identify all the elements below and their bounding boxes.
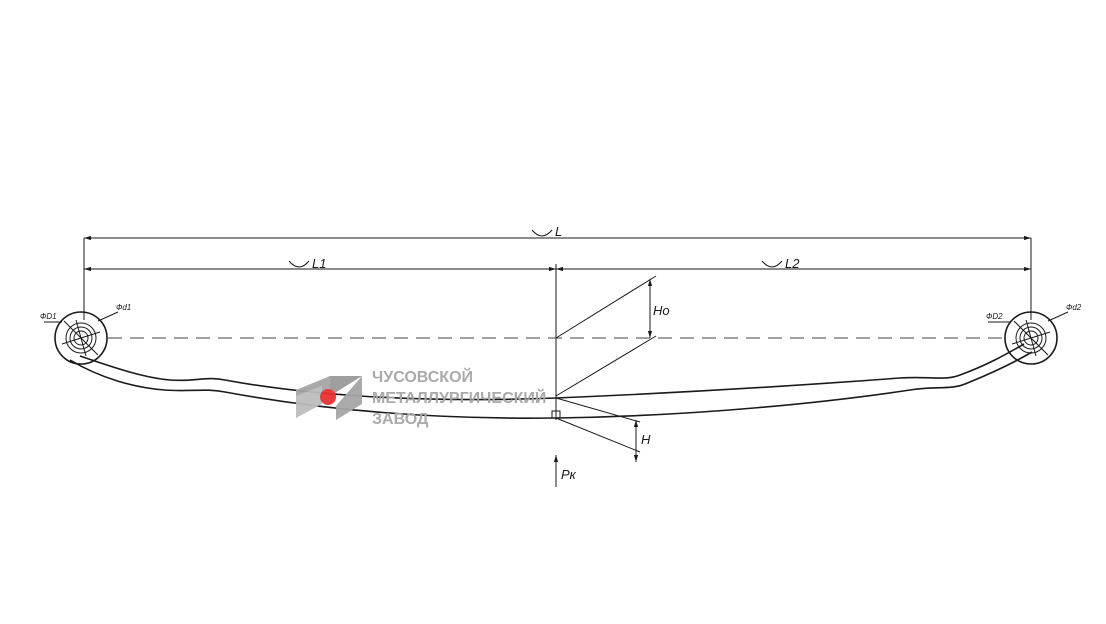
watermark-line-2: МЕТАЛЛУРГИЧЕСКИЙ xyxy=(372,388,546,407)
watermark-line-3: ЗАВОД xyxy=(372,411,429,428)
logo-dot xyxy=(320,389,336,405)
watermark-line-1: ЧУСОВСКОЙ xyxy=(372,367,473,386)
dimension-left-length: L1 xyxy=(84,256,556,272)
company-logo: ЧУСОВСКОЙ МЕТАЛЛУРГИЧЕСКИЙ ЗАВОД xyxy=(296,367,546,428)
arc-symbol-icon xyxy=(531,229,553,237)
dimension-total-length: L xyxy=(83,224,1032,320)
label-right-length: L2 xyxy=(785,256,800,271)
logo-right-shape xyxy=(336,376,362,420)
right-eye: ФD2 Фd2 xyxy=(986,303,1082,365)
label-loaded-height: H xyxy=(641,432,651,447)
label-test-load: Pк xyxy=(561,467,577,482)
label-eye-outer-right: ФD2 xyxy=(986,312,1003,321)
dimension-right-length: L2 xyxy=(556,256,1031,272)
label-eye-inner-right: Фd2 xyxy=(1066,303,1082,312)
arc-symbol-icon xyxy=(761,260,783,268)
load-arrow: Pк xyxy=(553,455,577,487)
label-left-length: L1 xyxy=(312,256,326,271)
label-free-height: Ho xyxy=(653,303,670,318)
arc-symbol-icon xyxy=(288,260,310,268)
left-eye: ФD1 Фd1 xyxy=(40,303,131,365)
dimension-loaded-height: H xyxy=(555,397,651,462)
logo-top-shape xyxy=(330,376,362,396)
label-eye-outer-left: ФD1 xyxy=(40,312,57,321)
logo-left-shape-lower xyxy=(296,386,322,418)
label-total-length: L xyxy=(555,224,562,239)
label-eye-inner-left: Фd1 xyxy=(116,303,131,312)
dimension-free-height: Ho xyxy=(555,275,670,397)
spring-leaf xyxy=(69,343,1033,419)
